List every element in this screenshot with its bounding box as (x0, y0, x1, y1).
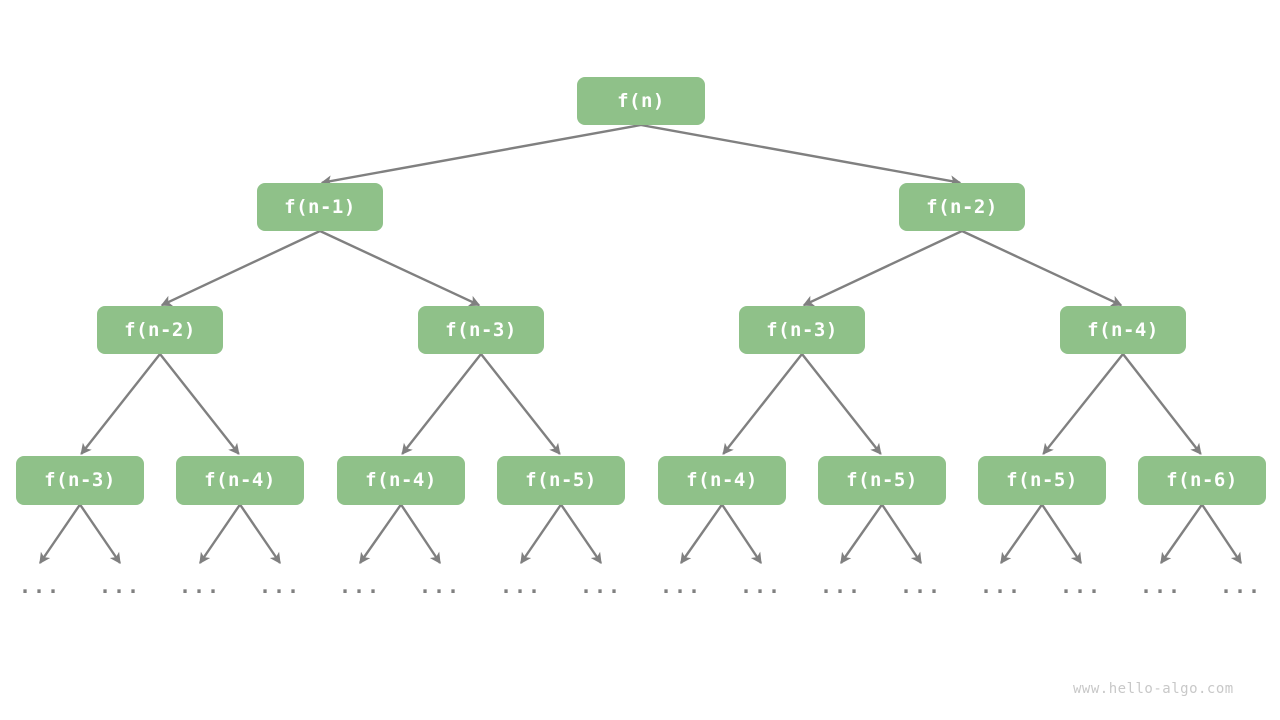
leaf-edge (400, 503, 441, 564)
leaf-edge (721, 503, 762, 564)
tree-edge (319, 229, 481, 307)
tree-node[interactable]: f(n-2) (899, 183, 1025, 231)
tree-edge (1042, 353, 1124, 455)
watermark: www.hello-algo.com (1073, 681, 1234, 697)
leaf-edge (1041, 503, 1082, 564)
ellipsis-marker: ... (499, 574, 543, 598)
ellipsis-marker: ... (579, 574, 623, 598)
leaf-edge (520, 503, 562, 564)
ellipsis-marker: ... (739, 574, 783, 598)
leaf-edges (39, 503, 1242, 564)
tree-node[interactable]: f(n-4) (337, 455, 465, 505)
tree-edge (722, 353, 803, 455)
leaf-edge (840, 503, 883, 564)
ellipsis-marker: ... (418, 574, 462, 598)
tree-node[interactable]: f(n-6) (1138, 455, 1266, 505)
leaf-edge (1000, 503, 1043, 564)
tree-edge (401, 353, 482, 455)
leaf-edge (881, 503, 922, 564)
ellipsis-marker: ... (899, 574, 943, 598)
leaf-edge (680, 503, 723, 564)
leaf-edge (199, 503, 241, 564)
tree-edge (961, 229, 1123, 307)
tree-node[interactable]: f(n-3) (418, 306, 544, 354)
ellipsis-marker: ... (1059, 574, 1103, 598)
tree-node[interactable]: f(n-4) (658, 455, 786, 505)
leaf-edge (560, 503, 602, 564)
tree-edge (320, 123, 642, 187)
leaf-edge (39, 503, 81, 564)
ellipsis-marker: ... (1219, 574, 1263, 598)
leaf-edge (359, 503, 402, 564)
tree-node[interactable]: f(n-5) (978, 455, 1106, 505)
leaf-edge (79, 503, 121, 564)
tree-edge (160, 229, 321, 307)
ellipsis-marker: ... (178, 574, 222, 598)
leaf-edge (1201, 503, 1242, 564)
tree-edge (640, 123, 962, 187)
tree-edges (80, 123, 1202, 455)
tree-node[interactable]: f(n-2) (97, 306, 223, 354)
leaf-edge (239, 503, 281, 564)
ellipsis-marker: ... (979, 574, 1023, 598)
ellipsis-marker: ... (258, 574, 302, 598)
tree-node[interactable]: f(n-3) (16, 455, 144, 505)
tree-edge (480, 353, 561, 455)
leaf-edge (1160, 503, 1203, 564)
tree-edge (1122, 353, 1202, 455)
tree-node[interactable]: f(n-5) (818, 455, 946, 505)
tree-edge (80, 353, 161, 455)
tree-edge (801, 353, 882, 455)
tree-edge (159, 353, 240, 455)
tree-node[interactable]: f(n) (577, 77, 705, 125)
tree-node[interactable]: f(n-3) (739, 306, 865, 354)
ellipsis-marker: ... (819, 574, 863, 598)
tree-node[interactable]: f(n-4) (176, 455, 304, 505)
tree-node[interactable]: f(n-5) (497, 455, 625, 505)
ellipsis-marker: ... (1139, 574, 1183, 598)
tree-node[interactable]: f(n-1) (257, 183, 383, 231)
tree-node[interactable]: f(n-4) (1060, 306, 1186, 354)
ellipsis-marker: ... (18, 574, 62, 598)
tree-edge (802, 229, 963, 307)
ellipsis-marker: ... (98, 574, 142, 598)
ellipsis-marker: ... (338, 574, 382, 598)
ellipsis-marker: ... (659, 574, 703, 598)
